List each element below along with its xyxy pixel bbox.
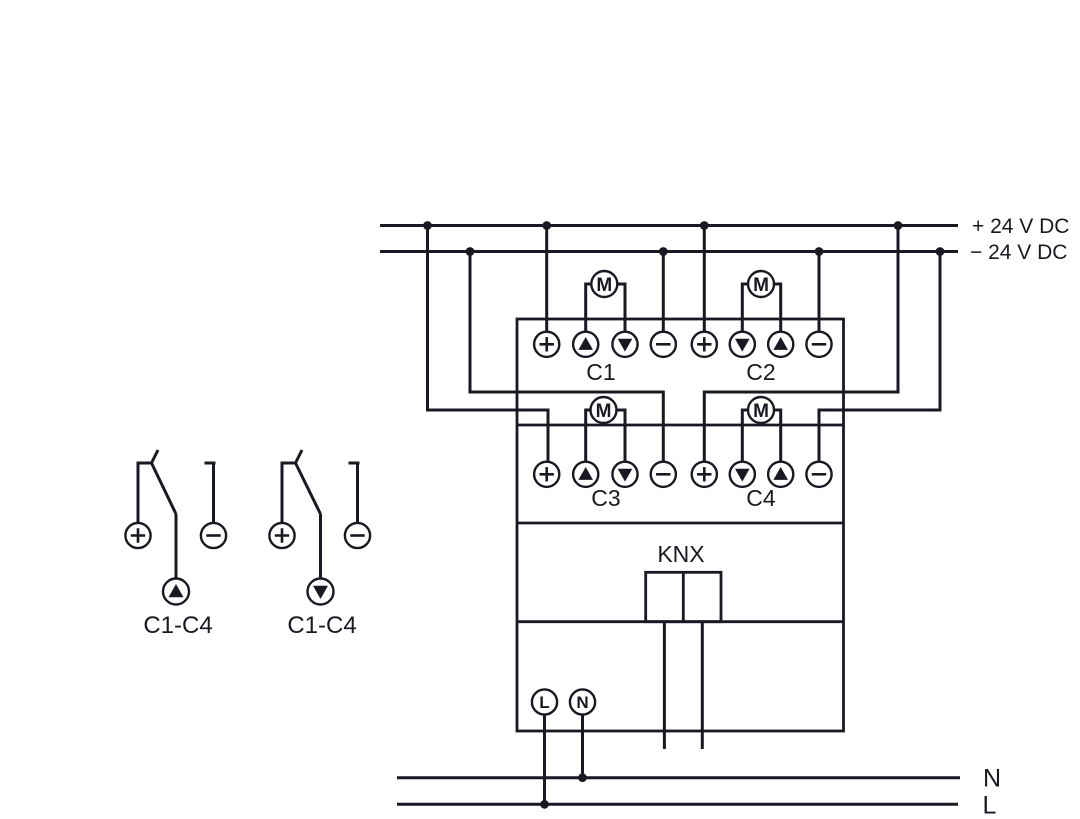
channel-label: C4 <box>746 485 776 511</box>
motor-lead <box>584 282 592 332</box>
junction-dots <box>423 221 945 809</box>
device-box <box>515 317 845 733</box>
junction-dot <box>658 247 668 256</box>
terminal-minus-icon <box>649 460 678 489</box>
motor-lead <box>584 408 591 462</box>
motor-icon <box>589 395 618 425</box>
motor-lead <box>740 282 748 332</box>
junction-dot <box>893 221 903 230</box>
wire-c3-minus <box>468 251 665 462</box>
terminal-plus-icon <box>690 330 719 359</box>
n-terminal-letter: N <box>576 693 588 712</box>
terminal-up-icon <box>766 460 795 489</box>
motor-letter: M <box>753 275 769 296</box>
switch-down: C1-C4 <box>268 449 372 639</box>
terminal-plus-icon <box>268 521 296 550</box>
negative-rail-label: − 24 V DC <box>970 241 1067 264</box>
switch-plus-wire <box>280 461 296 523</box>
junction-dot <box>465 247 475 256</box>
wire-c4-plus <box>702 225 900 462</box>
motor-letter: M <box>753 401 769 422</box>
line-line-label: L <box>983 792 997 819</box>
terminal-minus-icon <box>343 521 372 550</box>
motor-lead <box>617 282 627 332</box>
terminal-plus-icon <box>532 330 561 359</box>
junction-dot <box>542 221 552 230</box>
motor-lead <box>774 408 783 462</box>
motor-icon <box>590 269 619 299</box>
motor-lead <box>616 408 627 462</box>
terminal-up-icon <box>571 460 600 489</box>
switch-blade <box>150 462 178 515</box>
motor-letter: M <box>596 401 612 422</box>
switch-up: C1-C4 <box>124 449 228 639</box>
channel-c1: C1 <box>532 330 678 385</box>
terminal-up-icon <box>571 330 600 359</box>
motor-lead <box>774 282 783 332</box>
terminal-up-icon <box>161 577 191 606</box>
terminal-minus-icon <box>649 330 678 359</box>
switch-blade <box>294 462 322 515</box>
channel-c3: C3 <box>532 460 678 511</box>
motor-c4: M <box>740 395 783 462</box>
terminal-minus-icon <box>199 521 228 550</box>
positive-rail-label: + 24 V DC <box>972 215 1069 238</box>
l-terminal-icon: L <box>530 688 559 716</box>
junction-dot <box>935 247 945 256</box>
motor-icon <box>746 269 776 299</box>
terminal-minus-icon <box>805 460 833 489</box>
switch-label: C1-C4 <box>287 612 356 639</box>
terminal-up-icon <box>766 330 795 359</box>
mains-section: L N N L <box>397 688 1001 819</box>
terminal-down-icon <box>306 577 335 606</box>
junction-dot <box>814 247 824 256</box>
wiring <box>426 225 942 462</box>
channel-c4: C4 <box>690 460 833 511</box>
terminal-down-icon <box>611 460 639 489</box>
motor-lead <box>740 408 748 462</box>
knx-label: KNX <box>657 541 704 567</box>
terminal-plus-icon <box>124 521 152 550</box>
neutral-line-label: N <box>983 765 1001 793</box>
channel-label: C2 <box>746 359 775 385</box>
channel-label: C3 <box>591 485 620 511</box>
terminal-down-icon <box>728 460 757 489</box>
switch-blade-tick <box>150 449 160 464</box>
motor-c3: M <box>584 395 627 462</box>
junction-dot <box>699 221 709 230</box>
terminal-down-icon <box>728 330 757 359</box>
terminal-down-icon <box>611 330 639 359</box>
channel-c2: C2 <box>690 330 833 385</box>
switch-blade-tick <box>294 449 304 464</box>
wire-c3-plus <box>426 225 550 462</box>
terminal-plus-icon <box>690 460 719 489</box>
junction-dot <box>423 221 432 230</box>
motor-icon <box>746 395 776 425</box>
wire-c4-minus <box>817 251 942 462</box>
supply-rails: + 24 V DC − 24 V DC <box>380 215 1069 264</box>
n-terminal-icon: N <box>568 688 597 716</box>
device-outline <box>515 317 845 733</box>
motor-letter: M <box>596 275 612 296</box>
knx-section: KNX <box>644 541 723 749</box>
terminal-plus-icon <box>532 460 561 489</box>
terminal-minus-icon <box>805 330 833 359</box>
switch-label: C1-C4 <box>143 612 212 639</box>
switch-plus-wire <box>136 461 152 523</box>
channel-label: C1 <box>586 359 615 385</box>
l-terminal-letter: L <box>539 693 549 712</box>
motor-c2: M <box>740 269 783 332</box>
motor-c1: M <box>584 269 627 332</box>
